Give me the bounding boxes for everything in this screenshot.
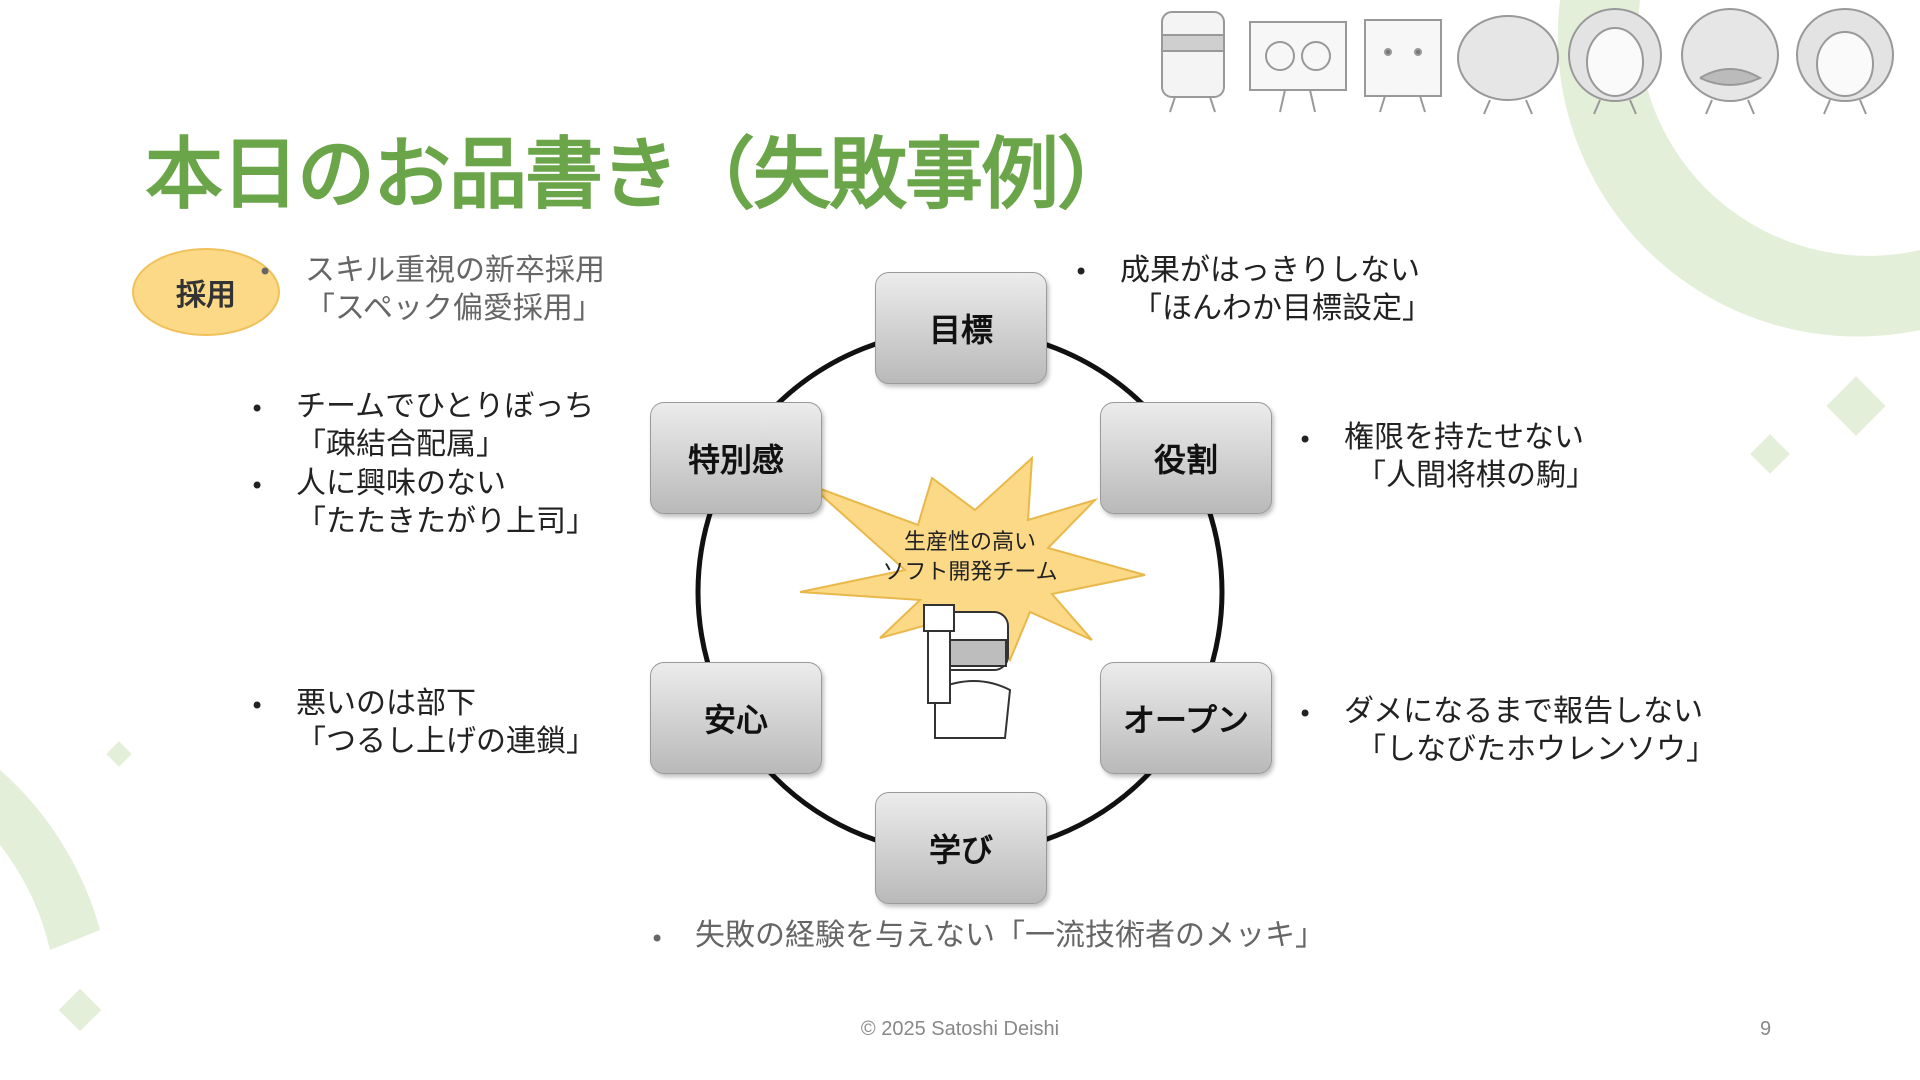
note-open-line1: ダメになるまで報告しない bbox=[1344, 694, 1704, 729]
note-special-1: チームでひとりぼっち 「疎結合配属」 bbox=[296, 388, 594, 464]
character-icon bbox=[1457, 15, 1559, 115]
note-hiring: スキル重視の新卒採用 「スペック偏愛採用」 bbox=[305, 252, 605, 328]
node-role: 役割 bbox=[1100, 402, 1272, 514]
note-goal-line1: 成果がはっきりしない bbox=[1120, 253, 1420, 288]
bullet-icon: • bbox=[258, 258, 273, 286]
page-number: 9 bbox=[1760, 1018, 1772, 1040]
note-special-1-line2: 「疎結合配属」 bbox=[296, 427, 506, 462]
decor-diamond bbox=[1750, 434, 1790, 474]
note-goal-line2: 「ほんわか目標設定」 bbox=[1132, 291, 1432, 326]
note-hiring-line1: スキル重視の新卒採用 bbox=[305, 253, 605, 288]
note-special-2-line2: 「たたきたがり上司」 bbox=[296, 504, 596, 539]
note-goal: 成果がはっきりしない 「ほんわか目標設定」 bbox=[1120, 252, 1432, 328]
footer-copyright: © 2025 Satoshi Deishi bbox=[860, 1018, 1060, 1040]
note-safety: 悪いのは部下 「つるし上げの連鎖」 bbox=[296, 685, 596, 761]
node-open: オープン bbox=[1100, 662, 1272, 774]
decor-diamond bbox=[1826, 376, 1886, 436]
note-role-line1: 権限を持たせない bbox=[1344, 420, 1584, 455]
node-special: 特別感 bbox=[650, 402, 822, 514]
note-open-line2: 「しなびたホウレンソウ」 bbox=[1356, 732, 1716, 767]
note-hiring-line2: 「スペック偏愛採用」 bbox=[305, 291, 603, 326]
page-title: 本日のお品書き（失敗事例） bbox=[145, 130, 1135, 220]
center-label: 生産性の高い ソフト開発チーム bbox=[840, 528, 1100, 588]
bullet-icon: • bbox=[1298, 700, 1313, 728]
character-icon bbox=[1796, 8, 1894, 115]
decor-arc-bottom-left bbox=[0, 770, 100, 950]
note-learning: 失敗の経験を与えない「一流技術者のメッキ」 bbox=[695, 918, 1325, 953]
note-special-1-line1: チームでひとりぼっち bbox=[296, 389, 595, 424]
center-label-line1: 生産性の高い bbox=[903, 530, 1036, 555]
bullet-icon: • bbox=[650, 925, 665, 953]
character-icon bbox=[1568, 8, 1662, 115]
node-learning: 学び bbox=[875, 792, 1047, 904]
note-open: ダメになるまで報告しない 「しなびたホウレンソウ」 bbox=[1344, 693, 1716, 769]
bullet-icon: • bbox=[250, 692, 265, 720]
note-special-2-line1: 人に興味のない bbox=[296, 466, 506, 501]
node-goal: 目標 bbox=[875, 272, 1047, 384]
bullet-icon: • bbox=[1074, 258, 1089, 286]
bullet-icon: • bbox=[250, 395, 265, 423]
node-safety: 安心 bbox=[650, 662, 822, 774]
note-safety-line2: 「つるし上げの連鎖」 bbox=[296, 724, 596, 759]
character-icon bbox=[1364, 19, 1442, 113]
character-icon bbox=[1681, 8, 1779, 115]
character-icon bbox=[1249, 21, 1347, 113]
bullet-icon: • bbox=[250, 472, 265, 500]
character-illustrations bbox=[1161, 8, 1894, 115]
bullet-icon: • bbox=[1298, 426, 1313, 454]
decor-diamond bbox=[106, 741, 132, 767]
note-safety-line1: 悪いのは部下 bbox=[296, 686, 476, 721]
note-role: 権限を持たせない 「人間将棋の駒」 bbox=[1344, 419, 1596, 495]
character-icon bbox=[1161, 11, 1225, 113]
note-role-line2: 「人間将棋の駒」 bbox=[1356, 458, 1596, 493]
note-special-2: 人に興味のない 「たたきたがり上司」 bbox=[296, 465, 596, 541]
figure-illustration bbox=[923, 604, 1012, 739]
hiring-tag: 採用 bbox=[132, 248, 280, 336]
center-label-line2: ソフト開発チーム bbox=[882, 560, 1058, 585]
